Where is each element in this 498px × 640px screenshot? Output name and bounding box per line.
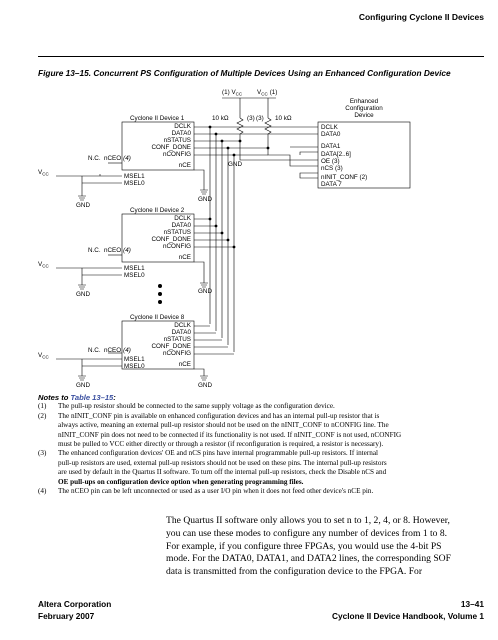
pin-label: OE (3) (321, 158, 340, 165)
pin-label: DCLK (174, 322, 192, 329)
pin-label: nCEO(4) (104, 247, 131, 254)
note-item: (4) The nCEO pin can be left unconnected… (38, 487, 374, 496)
pin-label: nSTATUS (164, 229, 191, 236)
configuration-schematic: (1) VCC VCC(1) 10 kΩ (3) (3) 10 kΩ Cyclo… (38, 89, 411, 389)
device-8-title: Cyclone II Device 8 (130, 314, 185, 321)
notes-table-link[interactable]: Table 13–15 (70, 393, 114, 402)
note-3b: (3) (256, 115, 264, 122)
vcc-label-1: (1) VCC (222, 89, 243, 97)
note-item: (3) The enhanced configuration devices' … (38, 449, 387, 486)
pin-label: MSEL1 (124, 173, 145, 180)
resistor-2-label: 10 kΩ (275, 115, 292, 122)
pin-label: CONF_DONE (151, 144, 191, 151)
vcc-label-left-3: VCC (38, 352, 49, 360)
enhanced-title: Device (354, 112, 374, 119)
pin-label: nSTATUS (164, 336, 191, 343)
resistor-1-label: 10 kΩ (212, 115, 229, 122)
footer-right: 13–41 Cyclone II Device Handbook, Volume… (332, 599, 484, 621)
pin-label: nCE (179, 361, 191, 368)
vcc-label-2: VCC(1) (257, 89, 277, 97)
pin-label: DATA 7 (321, 181, 342, 188)
pin-label: DATA0 (172, 329, 192, 336)
nc-label: N.C. (88, 247, 101, 254)
header-rule (38, 56, 484, 57)
pin-label: MSEL1 (124, 265, 145, 272)
footer-left: Altera Corporation February 2007 (38, 599, 112, 621)
gnd-label: GND (198, 196, 212, 203)
enhanced-title: Enhanced (350, 98, 379, 105)
ellipsis-dot (158, 284, 162, 288)
device-1-title: Cyclone II Device 1 (130, 115, 185, 122)
notes-heading: Notes to Table 13–15: (38, 393, 116, 402)
vcc-label-left-1: VCC (38, 169, 49, 177)
pin-label: MSEL1 (124, 356, 145, 363)
pin-label: DATA0 (321, 131, 341, 138)
pin-label: MSEL0 (124, 363, 145, 370)
body-paragraph: The Quartus II software only allows you … (166, 515, 451, 578)
pin-label: nCONFIG (163, 350, 191, 357)
pin-label: nSTATUS (164, 137, 191, 144)
pin-label: nCS (3) (321, 165, 343, 172)
gnd-label: GND (76, 382, 90, 389)
gnd-label: GND (76, 202, 90, 209)
pin-label: CONF_DONE (151, 343, 191, 350)
figure-notes: Notes to Table 13–15: (1) The pull-up re… (38, 393, 484, 496)
gnd-label: GND (228, 161, 242, 168)
vcc-label-left-2: VCC (38, 261, 49, 269)
pin-label: nINIT_CONF (2) (321, 174, 367, 181)
pin-label: DATA0 (172, 130, 192, 137)
pin-label: DATA1 (321, 143, 341, 150)
pin-label: CONF_DONE (151, 236, 191, 243)
pin-label: MSEL0 (124, 272, 145, 279)
note-3a: (3) (247, 115, 255, 122)
pin-label: DCLK (174, 123, 192, 130)
pin-label: nCE (179, 254, 191, 261)
pin-label: nCONFIG (163, 243, 191, 250)
ellipsis-dot (158, 300, 162, 304)
running-header: Configuring Cyclone II Devices (358, 12, 484, 22)
note-item: (2) The nINIT_CONF pin is available on e… (38, 411, 402, 449)
gnd-label: GND (198, 288, 212, 295)
pin-label: nCE (179, 162, 191, 169)
gnd-label: GND (76, 291, 90, 298)
gnd-label: GND (198, 382, 212, 389)
pin-label: DATA[2..6] (321, 151, 351, 158)
pin-label: nCONFIG (163, 151, 191, 158)
note-item: (1) The pull-up resistor should be conne… (38, 402, 335, 411)
pin-label: nCEO(4) (104, 347, 131, 354)
ellipsis-dot (158, 292, 162, 296)
figure-title: Figure 13–15. Concurrent PS Configuratio… (38, 68, 451, 78)
pin-label: DATA0 (172, 222, 192, 229)
pin-label: DCLK (321, 124, 339, 131)
device-2-title: Cyclone II Device 2 (130, 207, 185, 214)
pin-label: DCLK (174, 215, 192, 222)
enhanced-title: Configuration (345, 105, 383, 112)
pin-label: MSEL0 (124, 180, 145, 187)
nc-label: N.C. (88, 347, 101, 354)
nc-label: N.C. (88, 155, 101, 162)
pin-label: nCEO(4) (104, 155, 131, 162)
